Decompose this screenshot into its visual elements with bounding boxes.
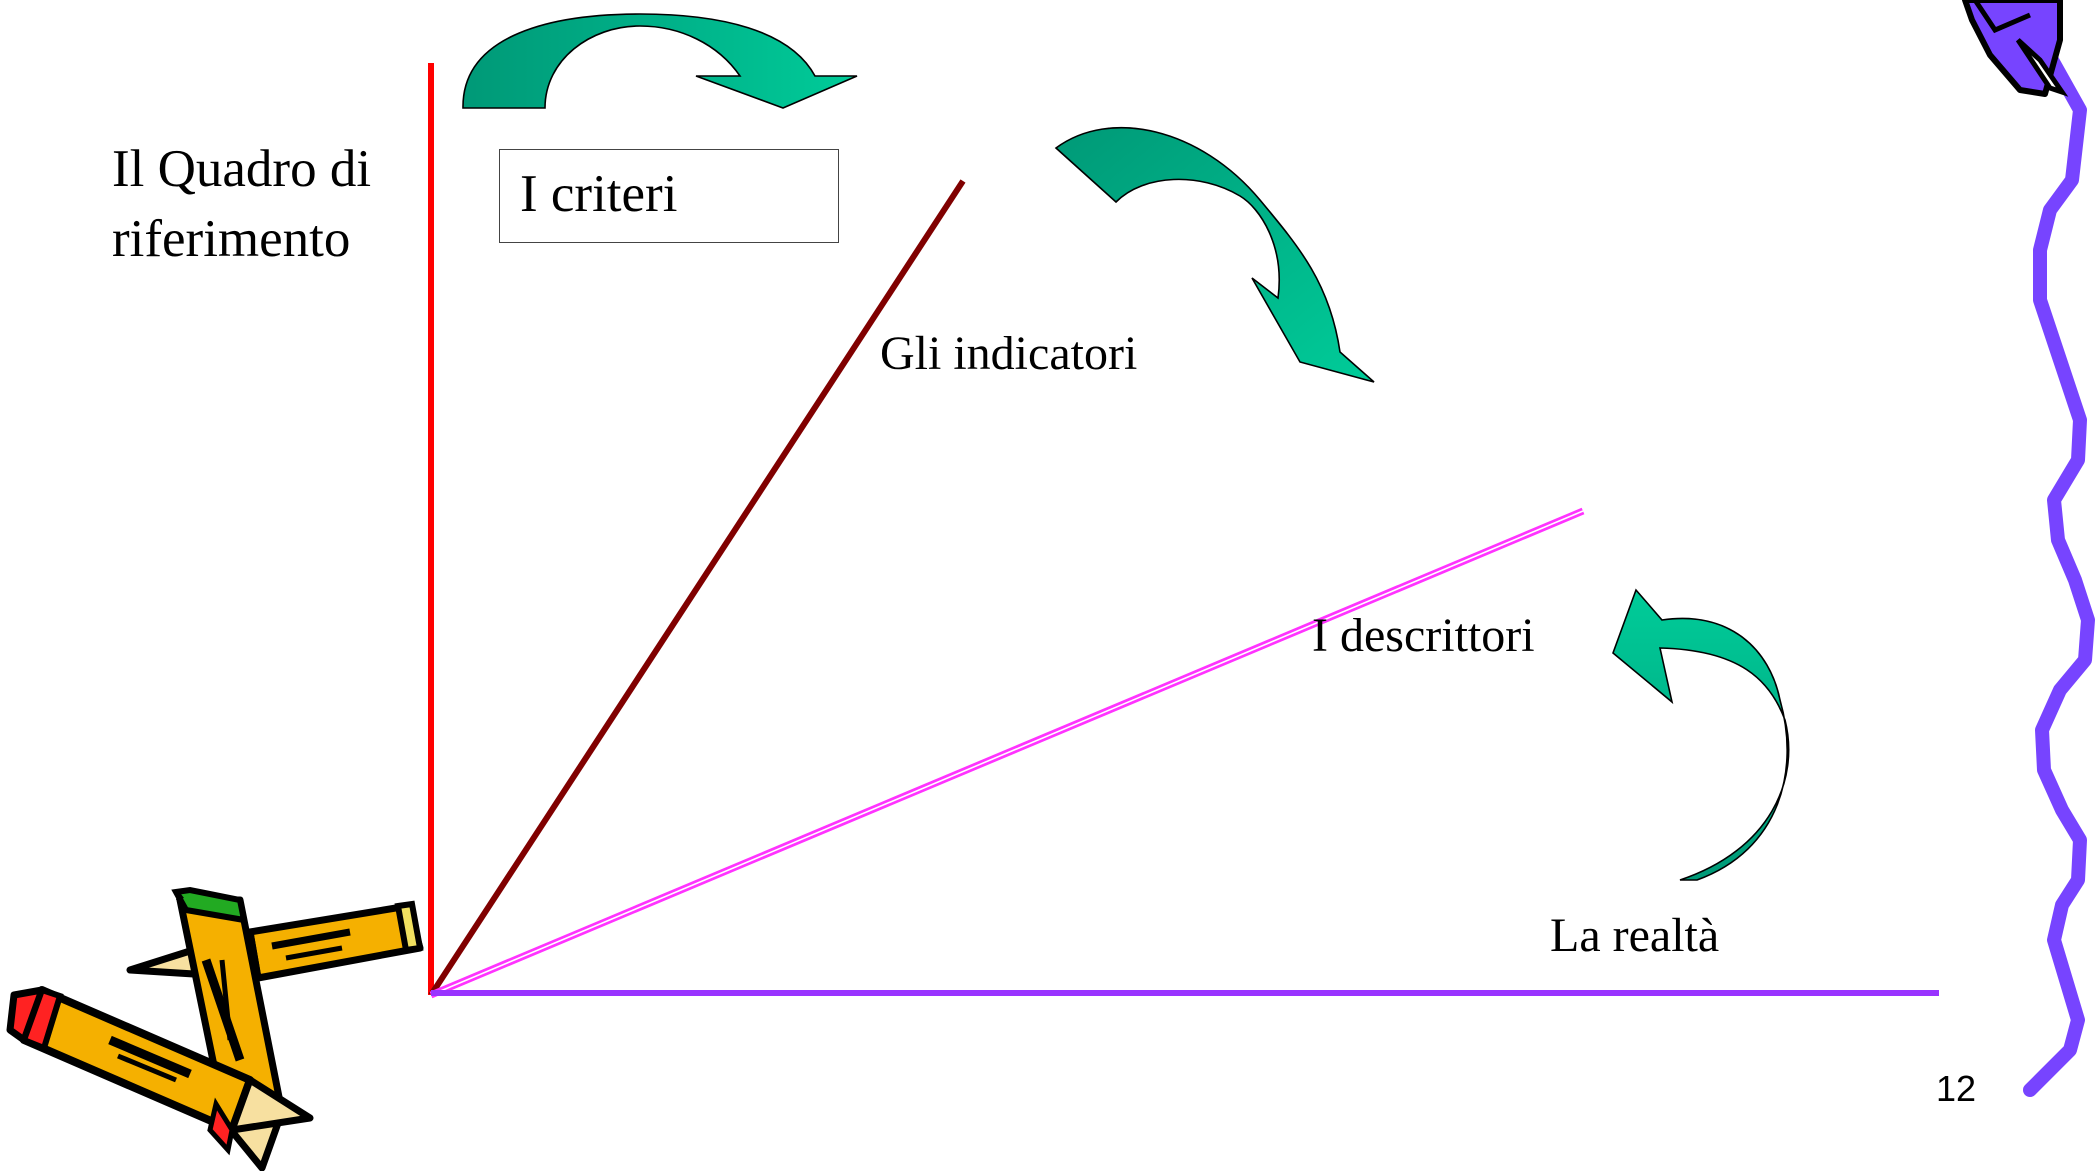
page-number: 12 xyxy=(1936,1068,1977,1109)
wavy-border-icon xyxy=(2023,53,2095,1097)
indicators-label: Gli indicatori xyxy=(880,327,1138,380)
criteria-box xyxy=(499,149,839,243)
reality-label: La realtà xyxy=(1550,909,1720,962)
indicators-line xyxy=(428,179,966,997)
descriptors-label: I descrittori xyxy=(1312,609,1535,662)
curved-arrow-icon xyxy=(1612,588,1790,881)
curved-arrow-icon xyxy=(1054,127,1375,383)
frame-label: Il Quadro di riferimento xyxy=(112,140,372,268)
pencils-clipart-icon xyxy=(6,886,424,1171)
criteria-label: I criteri xyxy=(520,165,678,223)
curved-arrow-icon xyxy=(462,13,858,109)
pen-nib-icon xyxy=(1962,0,2069,97)
